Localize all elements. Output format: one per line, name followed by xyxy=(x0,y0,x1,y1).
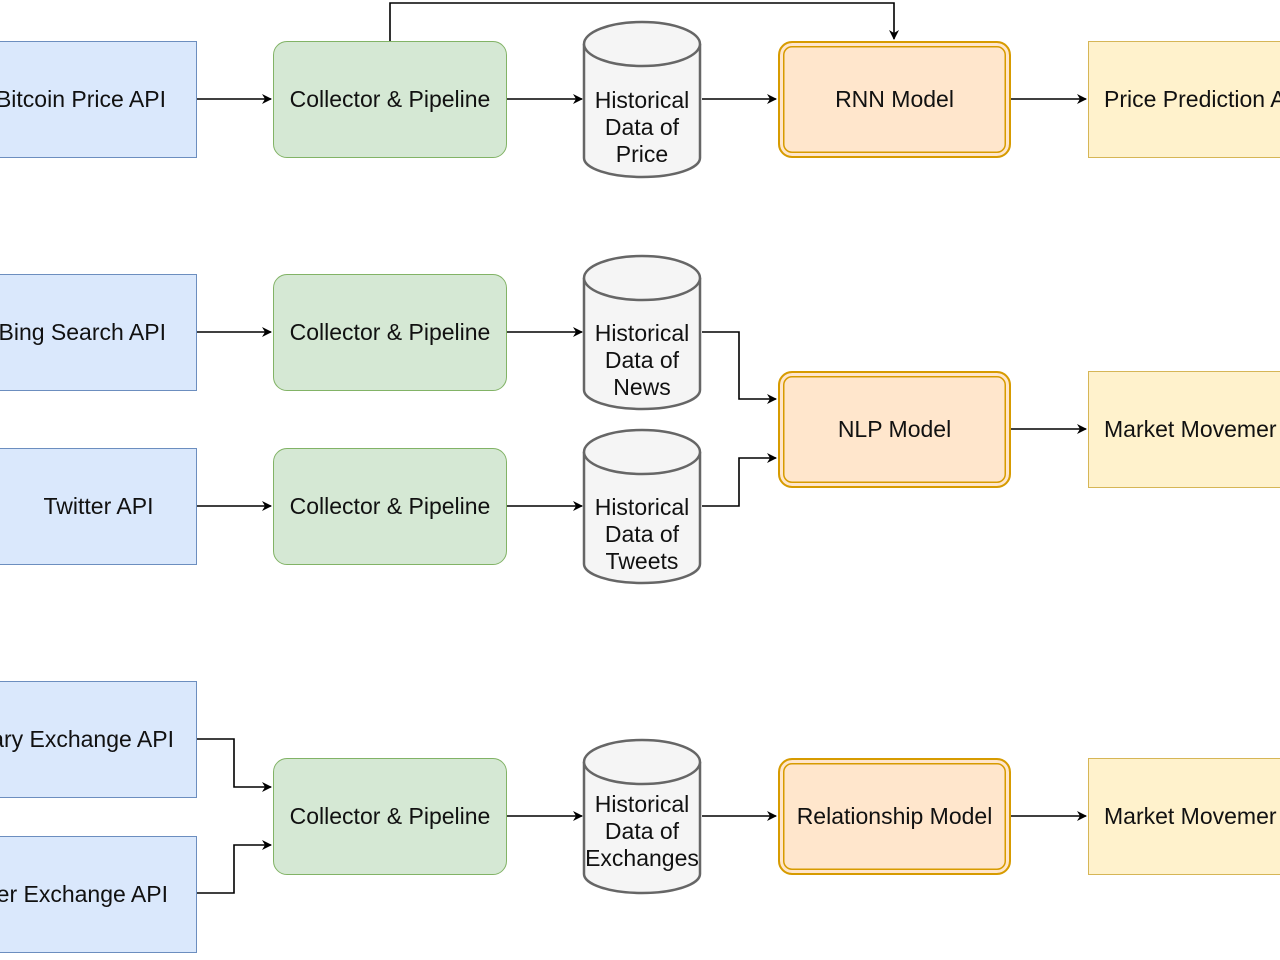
edge-primary-to-collector xyxy=(197,738,272,792)
historical-news-store-label[interactable]: Historical Data of News xyxy=(594,319,690,400)
twitter-api-node[interactable]: Twitter API xyxy=(0,448,197,565)
bing-search-api-node[interactable]: Bing Search API xyxy=(0,274,197,391)
rnn-model-node[interactable]: RNN Model xyxy=(778,41,1011,158)
price-prediction-api-node[interactable]: Price Prediction A xyxy=(1088,41,1280,158)
edge-tweets-store-to-nlp xyxy=(702,453,777,507)
relationship-model-node[interactable]: Relationship Model xyxy=(778,758,1011,875)
collector-pipeline-tweets-node[interactable]: Collector & Pipeline xyxy=(273,448,507,565)
collector-pipeline-news-node[interactable]: Collector & Pipeline xyxy=(273,274,507,391)
primary-exchange-api-node[interactable]: rimary Exchange API xyxy=(0,681,197,798)
store-tweets-cylinder xyxy=(582,428,702,585)
market-movement-prediction-api-node-relationship[interactable]: Market Movemer Prediction API xyxy=(1088,758,1280,875)
bitcoin-price-api-node[interactable]: Bitcoin Price API xyxy=(0,41,197,158)
historical-tweets-store-label[interactable]: Historical Data of Tweets xyxy=(594,493,690,574)
historical-price-store-label[interactable]: Historical Data of Price xyxy=(594,86,690,167)
collector-pipeline-exchanges-node[interactable]: Collector & Pipeline xyxy=(273,758,507,875)
store-price-cylinder xyxy=(582,20,702,179)
edge-leader-to-collector xyxy=(197,840,272,894)
edge-news-store-to-nlp xyxy=(702,331,777,404)
store-news-cylinder xyxy=(582,254,702,411)
market-movement-prediction-api-node-nlp[interactable]: Market Movemer Prediction API xyxy=(1088,371,1280,488)
nlp-model-node[interactable]: NLP Model xyxy=(778,371,1011,488)
leader-exchange-api-node[interactable]: eader Exchange API xyxy=(0,836,197,953)
historical-exchanges-store-label[interactable]: Historical Data of Exchanges xyxy=(585,790,699,871)
store-exchanges-cylinder xyxy=(582,738,702,895)
edge-price-collector-to-model-direct xyxy=(389,2,899,41)
collector-pipeline-price-node[interactable]: Collector & Pipeline xyxy=(273,41,507,158)
